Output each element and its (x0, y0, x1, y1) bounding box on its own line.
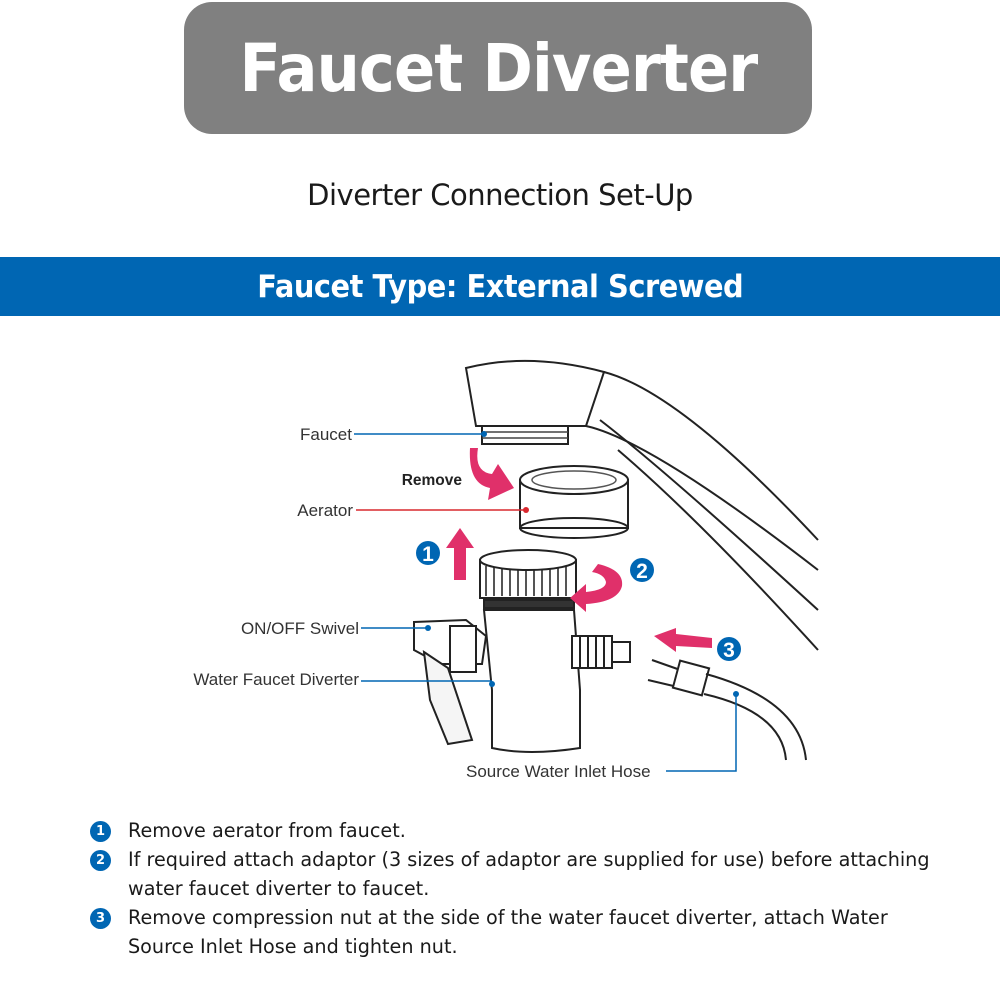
page-title: Faucet Diverter (239, 29, 758, 107)
swivel-lever (413, 618, 488, 746)
label-hose: Source Water Inlet Hose (466, 762, 651, 781)
marker-2: 2 (630, 558, 654, 583)
step1-arrow (446, 528, 474, 580)
step-text: If required attach adaptor (3 sizes of a… (128, 848, 930, 900)
svg-text:1: 1 (422, 543, 434, 566)
step-text: Remove compression nut at the side of th… (128, 906, 888, 958)
svg-text:2: 2 (636, 560, 648, 583)
aerator (519, 465, 629, 539)
marker-3: 3 (717, 637, 741, 662)
page-subtitle: Diverter Connection Set-Up (307, 178, 693, 212)
step-badge: 3 (90, 908, 111, 929)
step-badge: 1 (90, 821, 111, 842)
section-band: Faucet Type: External Screwed (0, 257, 1000, 316)
faucet-spout (464, 359, 819, 651)
callout-lines (354, 431, 739, 772)
label-diverter: Water Faucet Diverter (193, 670, 359, 689)
diverter-body (479, 549, 581, 753)
inlet-hose (647, 659, 807, 761)
instruction-list: 1 Remove aerator from faucet. 2 If requi… (90, 816, 950, 961)
label-swivel: ON/OFF Swivel (241, 619, 359, 638)
step-text: Remove aerator from faucet. (128, 819, 406, 842)
label-remove: Remove (402, 472, 463, 489)
remove-arrow (469, 448, 514, 500)
list-item: 2 If required attach adaptor (3 sizes of… (90, 845, 950, 903)
step3-arrow (654, 628, 712, 652)
step-badge: 2 (90, 850, 111, 871)
list-item: 1 Remove aerator from faucet. (90, 816, 950, 845)
faucet-thread (481, 425, 569, 445)
diverter-diagram: 1 2 3 Faucet Remove Aerator ON/OFF Swive… (193, 359, 819, 781)
section-heading: Faucet Type: External Screwed (257, 268, 743, 305)
marker-1: 1 (416, 541, 440, 566)
list-item: 3 Remove compression nut at the side of … (90, 903, 950, 961)
step2-arrow (570, 564, 623, 612)
title-banner: Faucet Diverter (184, 2, 812, 134)
side-nipple (571, 635, 631, 669)
label-faucet: Faucet (300, 425, 352, 444)
label-aerator: Aerator (297, 501, 353, 520)
svg-text:3: 3 (723, 639, 735, 662)
